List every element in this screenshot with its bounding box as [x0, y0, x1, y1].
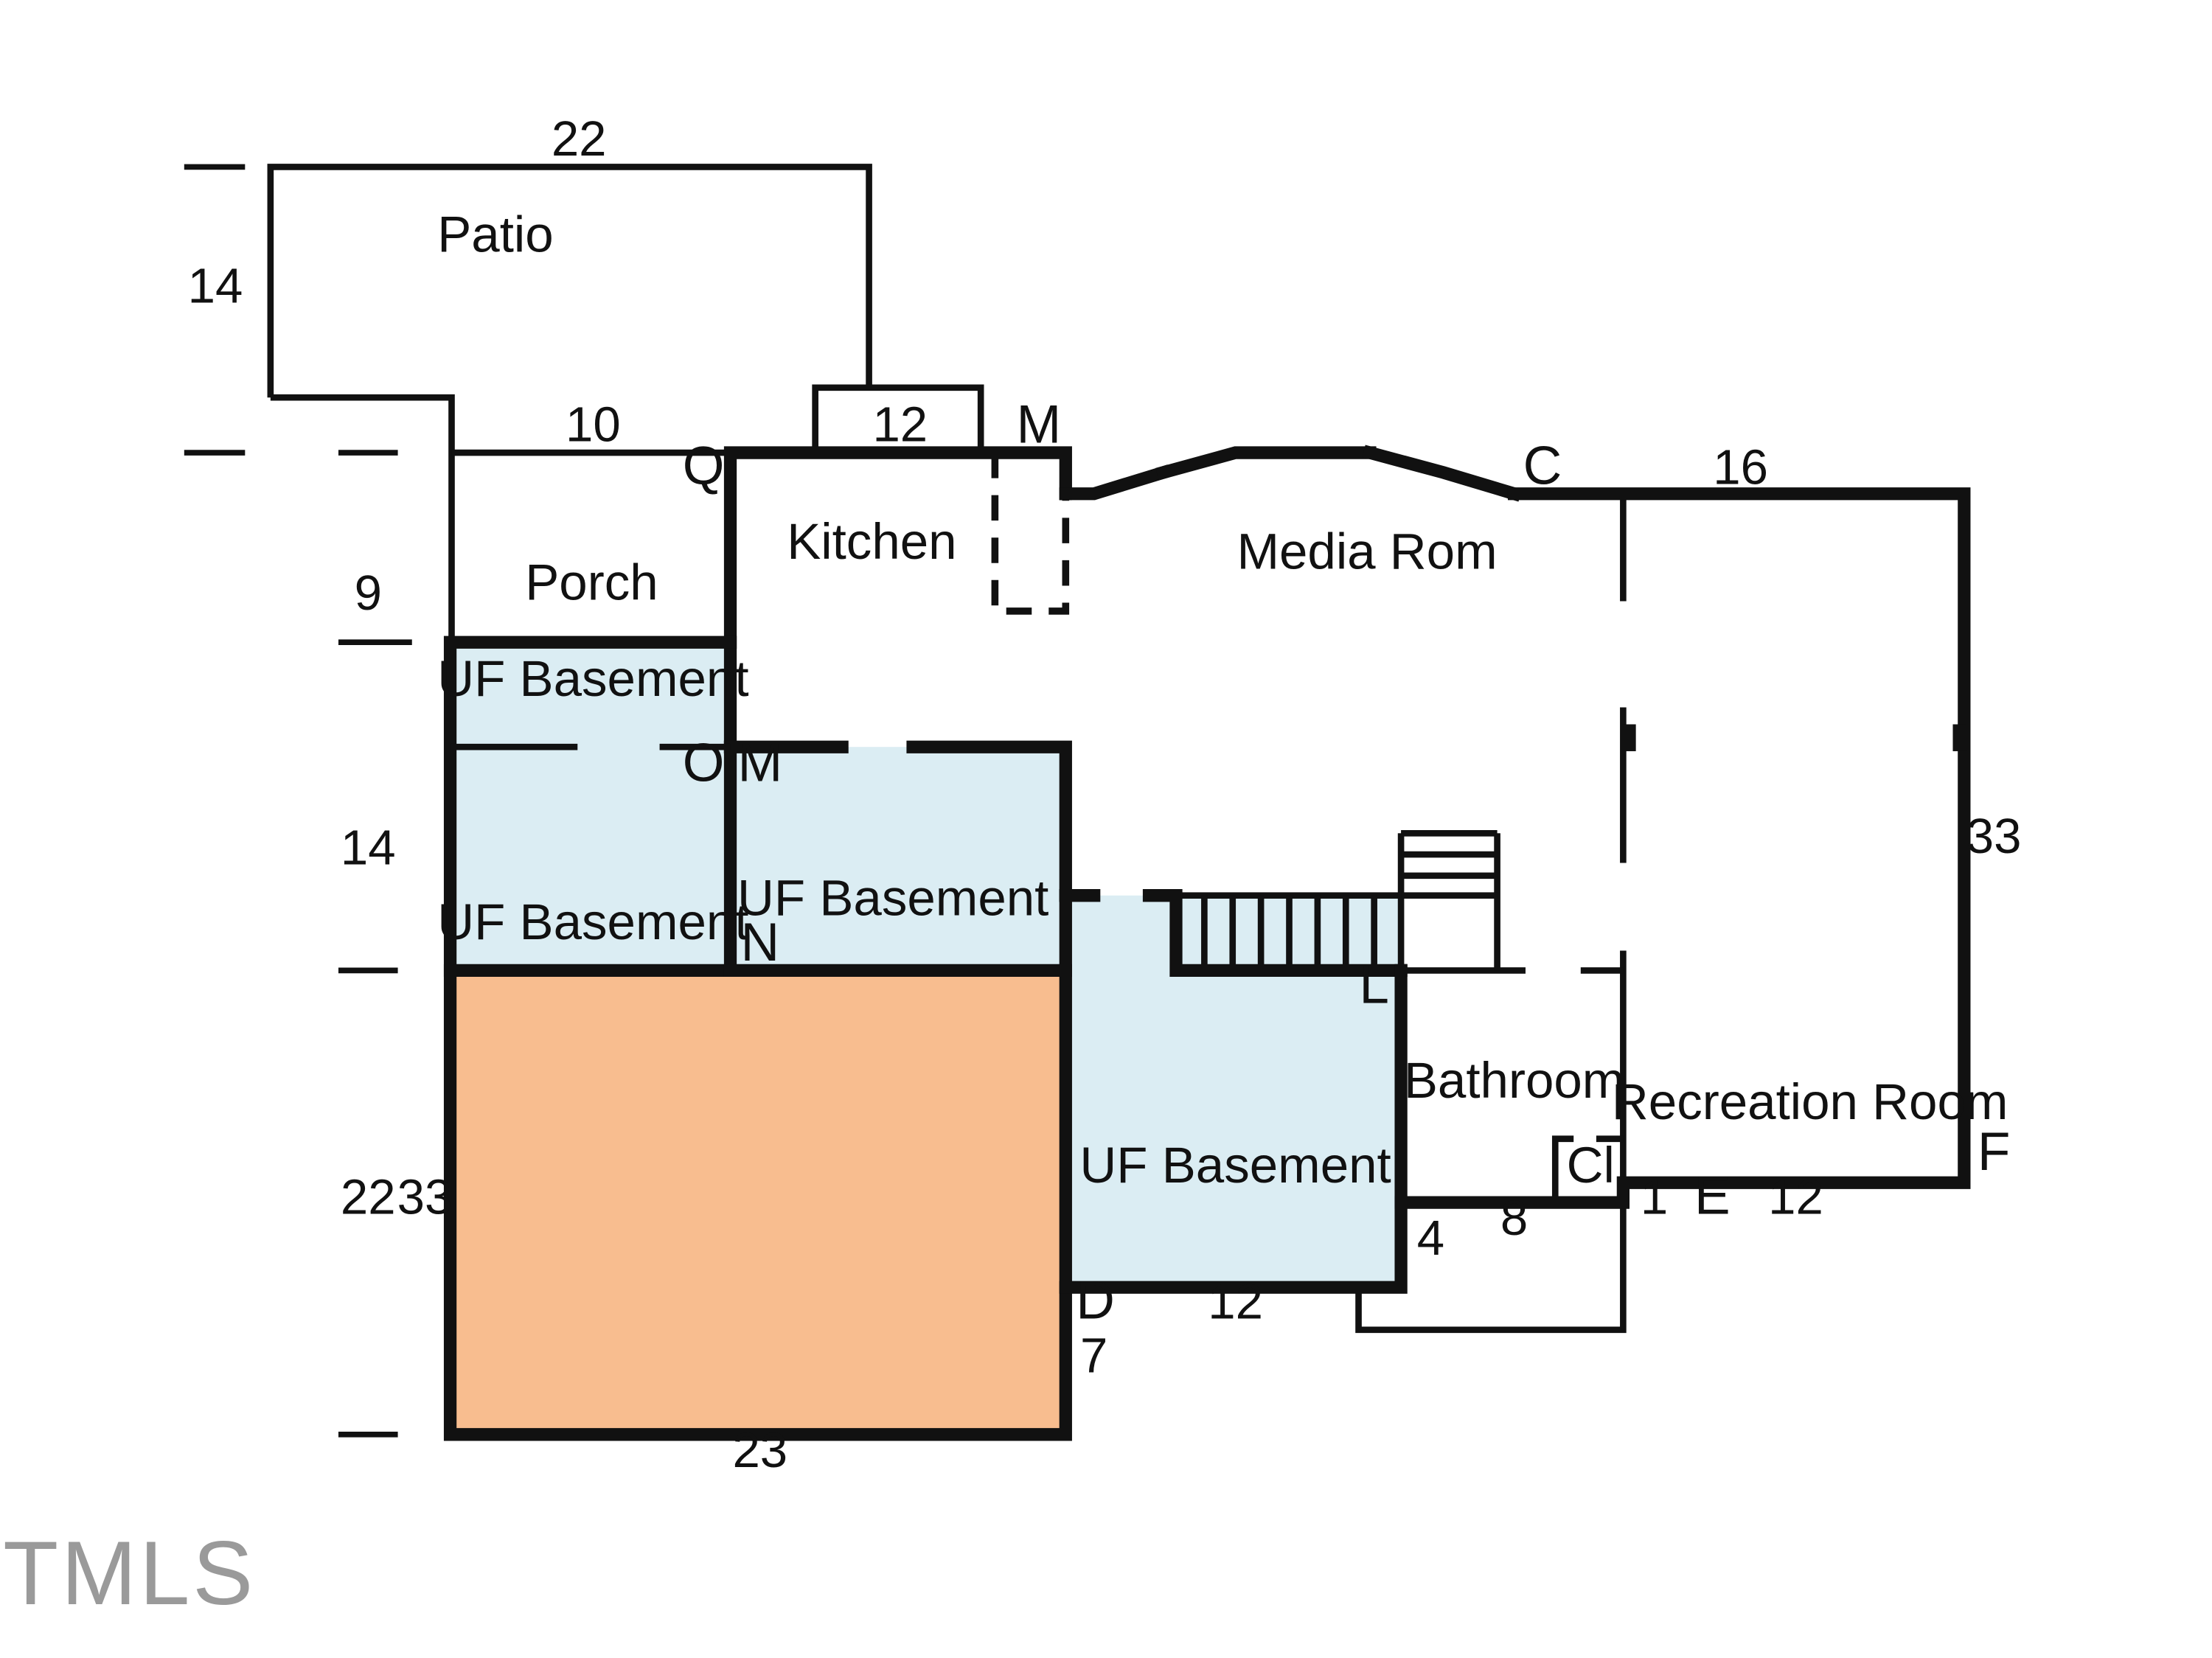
stairs [1175, 829, 1500, 971]
window-mark-right [1952, 724, 1967, 751]
point-labels: Q M C O M N L D E F [683, 395, 2011, 1331]
room-label-uf-basement-2: UF Basement [437, 893, 748, 950]
point-c: C [1523, 436, 1562, 495]
thin-walls [267, 164, 1627, 1334]
uf-basement-fill-1 [450, 642, 731, 971]
closet-outline [1551, 1135, 1574, 1203]
room-label-recreation-room: Recreation Room [1612, 1073, 2008, 1130]
uf-basement-fill-2 [730, 747, 1066, 971]
rec-outer-wall [1394, 487, 1971, 1209]
room-label-patio: Patio [437, 206, 553, 263]
room-label-closet: Cl [1567, 1136, 1615, 1194]
dim-garage-left-a: 22 [341, 1169, 396, 1225]
dim-patio-top: 22 [552, 111, 607, 167]
dim-garage-left-b: 33 [397, 1169, 453, 1225]
dim-porch-left: 9 [355, 565, 382, 621]
watermark-logo: TMLS [3, 1523, 256, 1624]
dim-rec-bottom: 12 [1768, 1169, 1823, 1225]
patio-outline [267, 164, 872, 398]
dim-rec-step: 1 [1641, 1169, 1668, 1225]
point-m-mid: M [737, 733, 782, 793]
thick-walls [443, 445, 1971, 1441]
dim-garage-bottom: 23 [732, 1423, 787, 1478]
point-o: O [683, 733, 725, 793]
dim-patio-left: 14 [188, 259, 243, 314]
media-wall-bay-3 [1362, 445, 1523, 502]
garage-fill [450, 970, 1066, 1435]
point-q: Q [683, 436, 725, 495]
dim-rec-right: 33 [1966, 809, 2022, 864]
chimney-dashed [991, 453, 1070, 615]
dim-uf-bottom: 12 [1208, 1274, 1263, 1329]
lower-step-outline [1355, 1202, 1627, 1334]
point-m-top: M [1016, 395, 1061, 455]
dim-basement-left: 14 [341, 820, 396, 875]
patio-lower-edge [270, 394, 455, 643]
room-label-media-room: Media Rom [1237, 522, 1497, 579]
point-l: L [1359, 955, 1389, 1015]
kitchen-wall [723, 446, 1072, 753]
dim-bath-bottom: 8 [1500, 1191, 1528, 1246]
dim-uf-right-low: 7 [1080, 1328, 1107, 1383]
point-d: D [1076, 1270, 1115, 1330]
room-label-porch: Porch [525, 554, 658, 611]
bay-box [812, 384, 984, 450]
point-f: F [1978, 1122, 2011, 1182]
dim-rec-top: 16 [1713, 439, 1768, 495]
room-label-kitchen: Kitchen [787, 512, 956, 570]
room-labels: Patio Porch Kitchen Media Rom Recreation… [437, 206, 2008, 1194]
dim-bath-step: 4 [1417, 1211, 1444, 1266]
window-mark-left [1621, 724, 1636, 751]
room-label-bathroom: Bathroom [1404, 1051, 1624, 1109]
dimension-ticks [184, 164, 412, 1438]
room-label-uf-basement-3: UF Basement [737, 869, 1048, 927]
dimension-labels: 22 14 10 12 9 14 22 33 23 12 7 4 8 1 12 … [188, 111, 2022, 1478]
room-label-uf-basement-4: UF Basement [1079, 1136, 1391, 1194]
dim-porch-top: 10 [566, 397, 621, 453]
uf-basement-3-wall [1059, 964, 1408, 1294]
point-e: E [1694, 1166, 1731, 1225]
basement-mid-wall-b [906, 740, 1072, 902]
stair-top-wall-b [1142, 889, 1408, 978]
media-wall-bay-2 [1155, 446, 1377, 481]
uf-basement-outline-left [443, 635, 1072, 1441]
room-label-uf-basement-1: UF Basement [437, 649, 748, 707]
dim-kitchen-top: 12 [872, 397, 928, 453]
media-wall-bay [1059, 464, 1172, 501]
point-n: N [740, 913, 779, 972]
